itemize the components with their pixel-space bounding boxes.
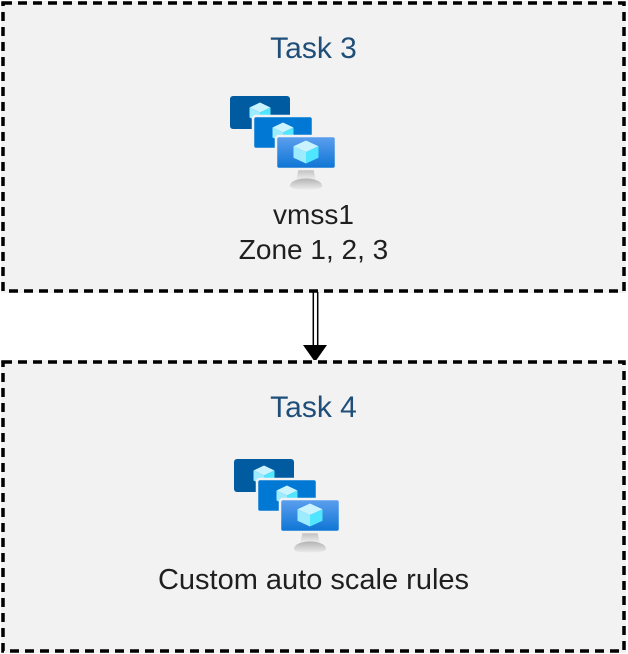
task4-box: Task 4 (1, 360, 626, 653)
task3-box: Task 3 (1, 1, 626, 293)
autoscale-rules-label: Custom auto scale rules (157, 564, 470, 596)
task3-labels: vmss1 Zone 1, 2, 3 (1, 197, 626, 267)
task4-title: Task 4 (270, 391, 357, 424)
arrowhead-icon (303, 345, 327, 362)
zones-label: Zone 1, 2, 3 (238, 234, 389, 265)
down-arrow-connector (303, 292, 327, 362)
vm-scale-sets-icon (234, 459, 342, 553)
vmss-name-label: vmss1 (273, 199, 354, 230)
vm-scale-sets-icon (230, 96, 338, 190)
task3-title: Task 3 (270, 32, 357, 65)
task4-labels: Custom auto scale rules (1, 563, 626, 598)
